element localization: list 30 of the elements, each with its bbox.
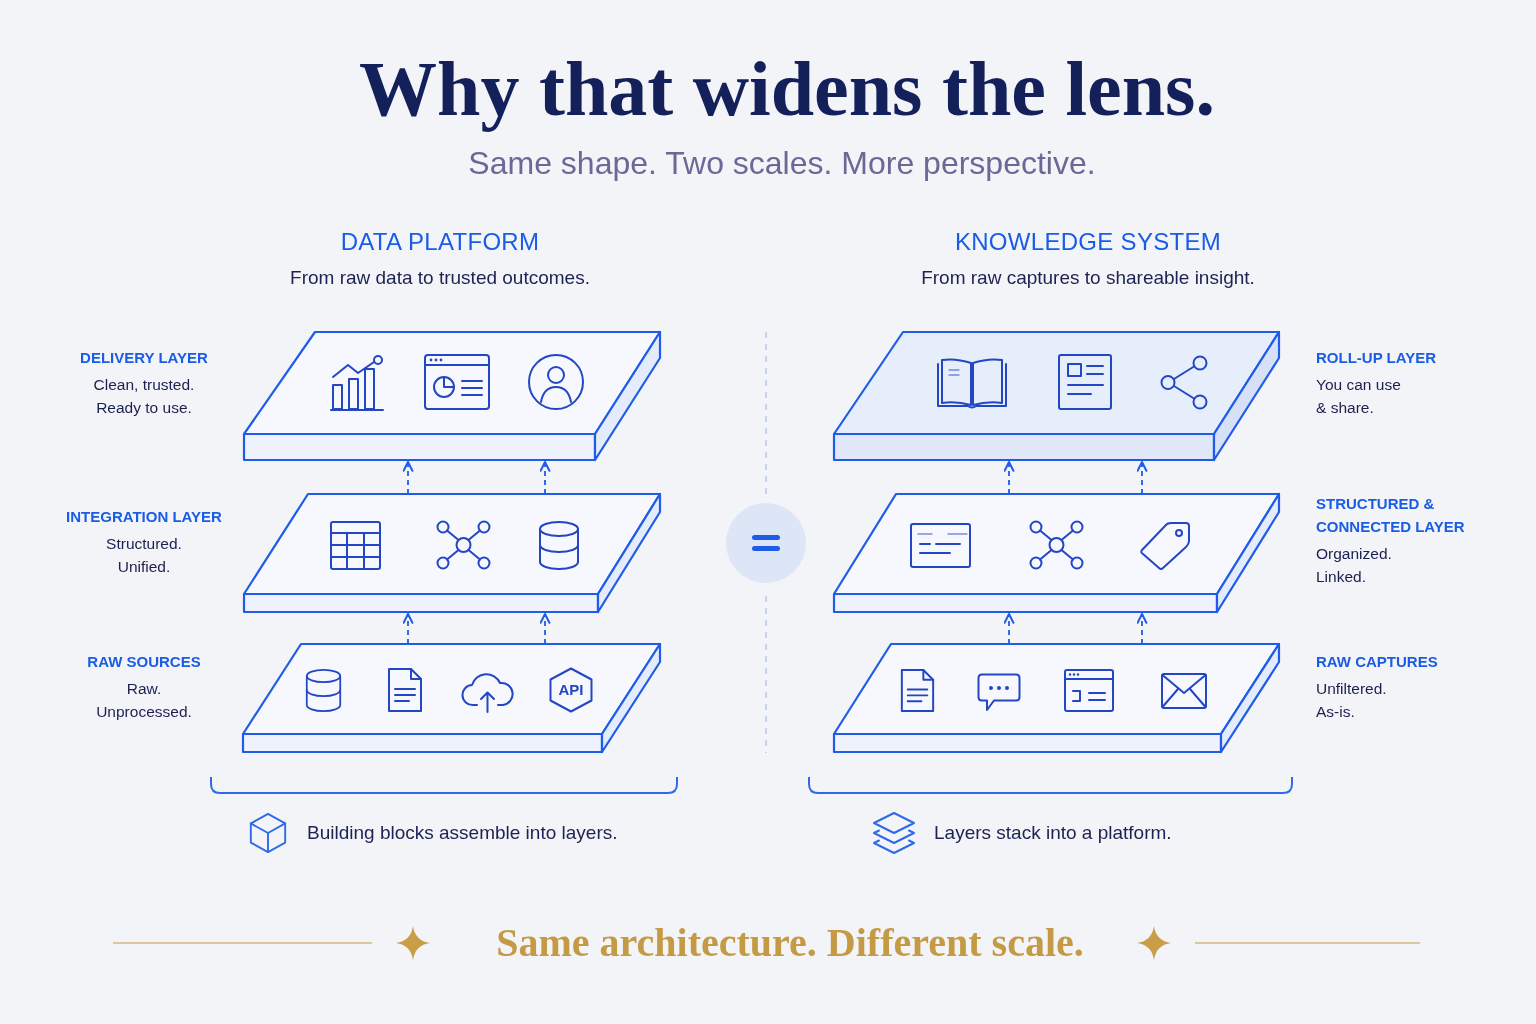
column-description: From raw captures to shareable insight. [921, 266, 1255, 290]
dashed-arrow [539, 461, 551, 495]
subtitle: Same shape. Two scales. More perspective. [468, 145, 1096, 181]
layer-title: RAW CAPTURES [1316, 652, 1438, 672]
dashed-arrow [402, 461, 414, 495]
column-description: From raw data to trusted outcomes. [290, 266, 590, 290]
layer-title: ROLL-UP LAYER [1316, 348, 1436, 368]
layer-description: Unfiltered. As-is. [1316, 679, 1388, 722]
dashed-arrow [1136, 461, 1148, 495]
layer-title: DELIVERY LAYER [80, 348, 208, 368]
column-heading: KNOWLEDGE SYSTEM [954, 228, 1222, 256]
closing-statement: Same architecture. Different scale. [496, 919, 1084, 967]
layer-title: RAW SOURCES [87, 652, 201, 672]
summary-text: Building blocks assemble into layers. [307, 821, 618, 845]
dashed-arrow [1136, 613, 1148, 645]
layer-description: You can use & share. [1316, 375, 1402, 418]
layer-description: Raw. Unprocessed. [95, 679, 193, 722]
dashed-arrow [402, 613, 414, 645]
title: Why that widens the lens. [359, 46, 1215, 132]
dashed-arrow [539, 613, 551, 645]
layer-description: Organized. Linked. [1316, 544, 1393, 587]
api-hexagon: API [549, 667, 593, 713]
summary-text: Layers stack into a platform. [934, 821, 1172, 845]
layer-title: INTEGRATION LAYER [66, 507, 222, 527]
layer-title: STRUCTURED & CONNECTED LAYER [1316, 494, 1466, 537]
dashed-arrow [1003, 613, 1015, 645]
layer-description: Structured. Unified. [105, 534, 183, 577]
layer-description: Clean, trusted. Ready to use. [92, 375, 196, 418]
dashed-arrow [1003, 461, 1015, 495]
column-heading: DATA PLATFORM [340, 228, 540, 256]
